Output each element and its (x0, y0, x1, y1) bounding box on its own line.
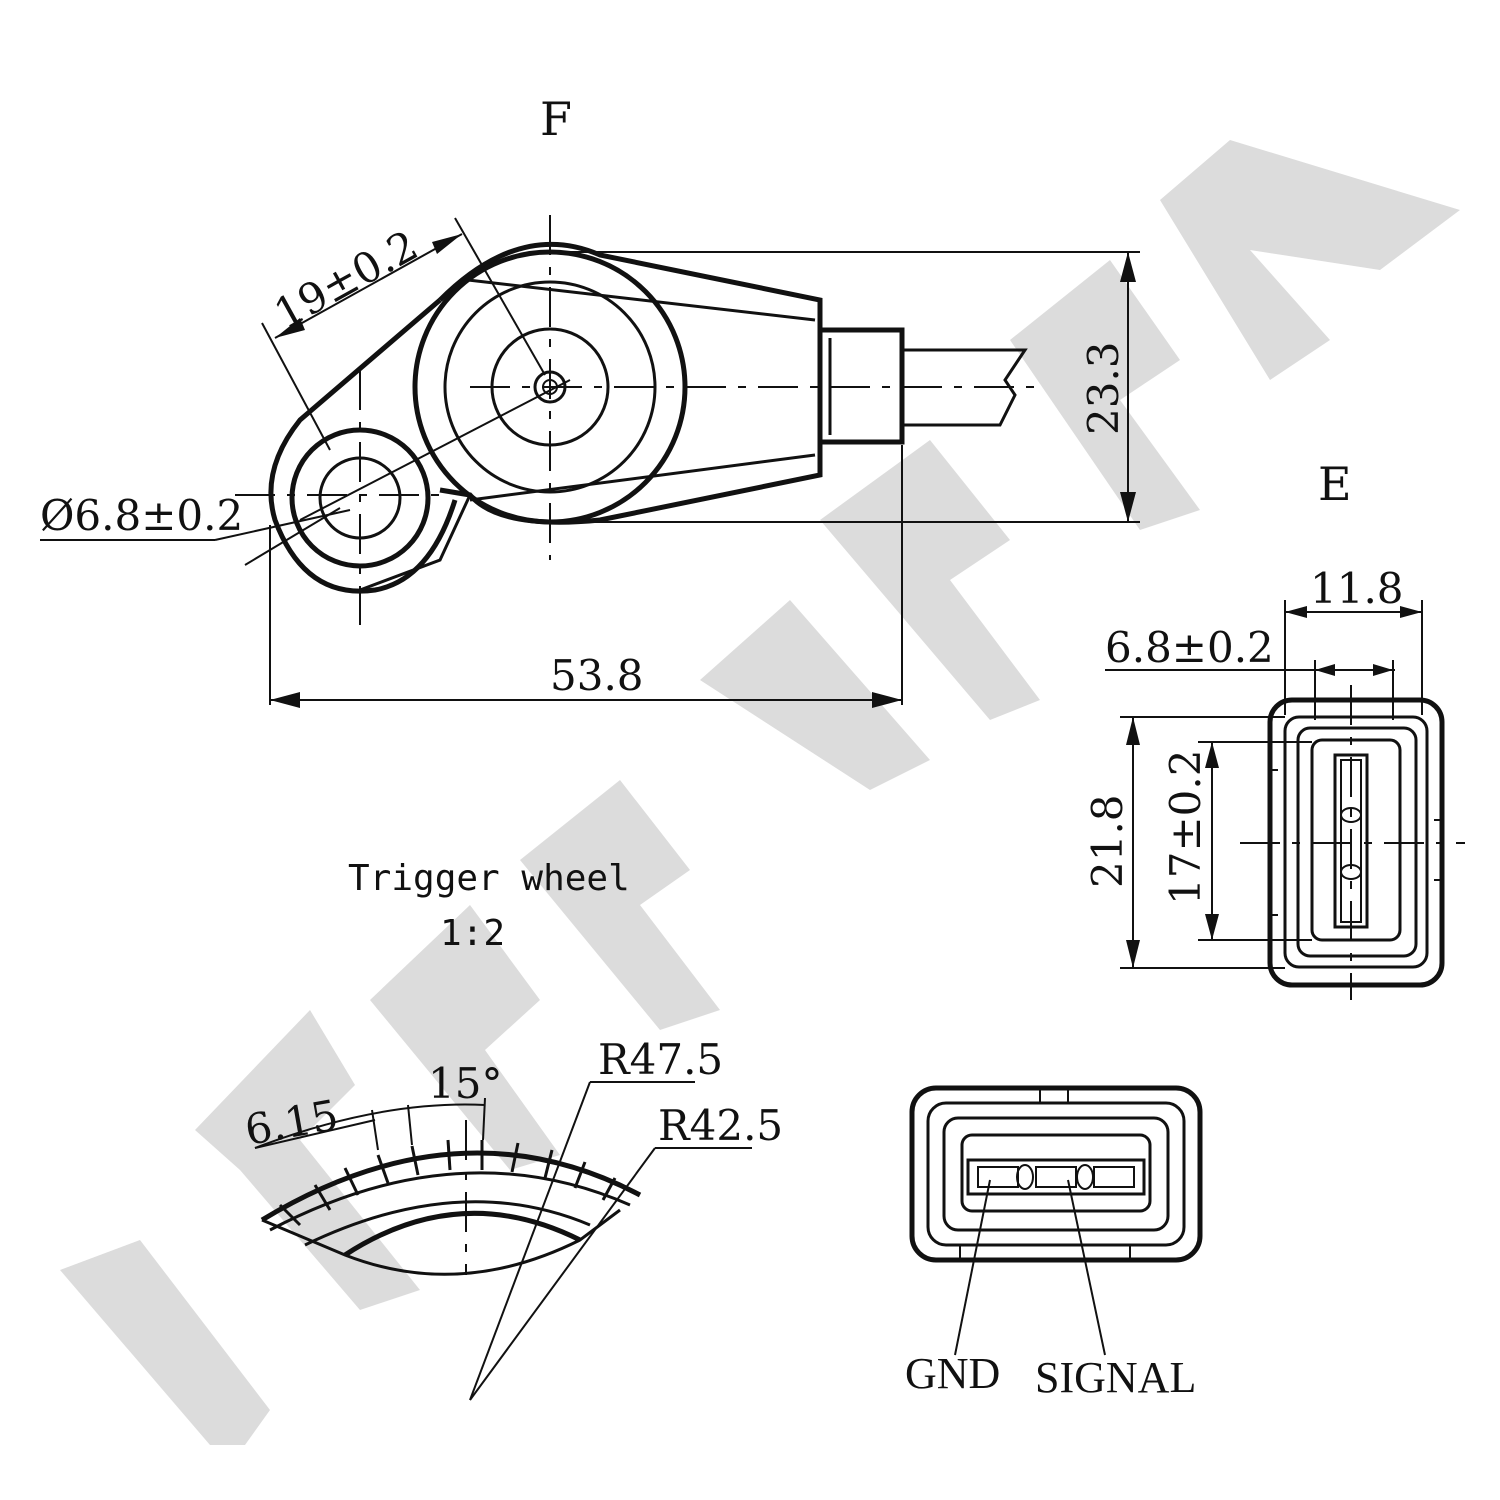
watermark-logo (60, 140, 1460, 1445)
svg-text:6.8±0.2: 6.8±0.2 (1105, 623, 1274, 672)
svg-text:19±0.2: 19±0.2 (266, 221, 426, 339)
dimension-connector-height: 21.8 (1083, 716, 1285, 969)
connector-end-view (1240, 685, 1465, 1000)
view-label-f: F (540, 92, 572, 146)
svg-text:R47.5: R47.5 (598, 1035, 723, 1084)
dimension-connector-inner-height: 17±0.2 (1161, 741, 1312, 941)
connector-face-view (909, 1085, 1203, 1356)
dimension-hole-diameter: Ø6.8±0.2 (40, 491, 351, 566)
svg-text:17±0.2: 17±0.2 (1161, 750, 1210, 905)
trigger-wheel-title: Trigger wheel (348, 858, 630, 899)
view-label-e: E (1318, 457, 1352, 511)
svg-text:11.8: 11.8 (1310, 564, 1404, 613)
svg-text:53.8: 53.8 (550, 651, 644, 700)
dimension-connector-width: 11.8 (1284, 564, 1423, 715)
dimension-outer-radius: R47.5 (469, 1035, 723, 1401)
sensor-top-view (235, 215, 1040, 625)
trigger-wheel-segment (254, 1097, 642, 1276)
trigger-wheel-scale: 1:2 (440, 913, 505, 954)
dimension-inner-radius: R42.5 (469, 1101, 783, 1401)
svg-text:R42.5: R42.5 (658, 1101, 783, 1150)
svg-text:21.8: 21.8 (1083, 794, 1132, 888)
dimension-overall-length: 53.8 (269, 445, 903, 708)
dimension-tooth-angle: 15° (428, 1059, 502, 1108)
pin-label-signal: SIGNAL (1035, 1353, 1196, 1402)
svg-text:Ø6.8±0.2: Ø6.8±0.2 (40, 491, 243, 540)
pin-label-gnd: GND (905, 1349, 1000, 1398)
dimension-sensor-height: 23.3 (550, 251, 1140, 523)
dimension-connector-inner-width: 6.8±0.2 (1105, 623, 1395, 720)
svg-text:23.3: 23.3 (1079, 341, 1128, 435)
